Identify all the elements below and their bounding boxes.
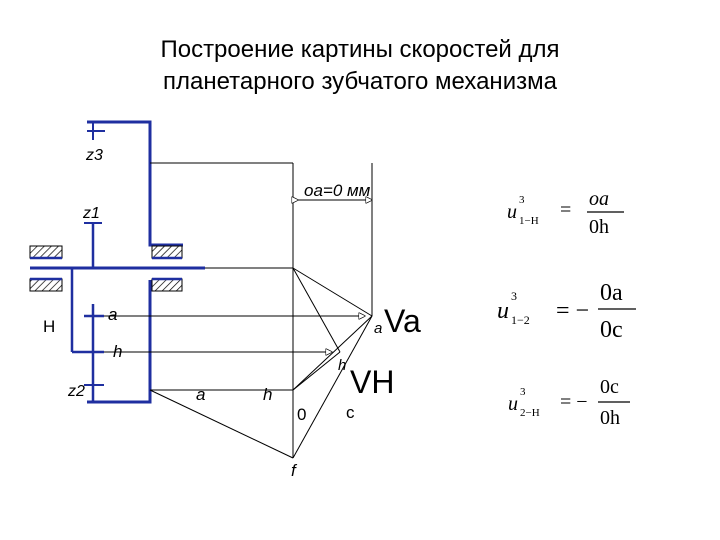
label-z3: z3 [85, 147, 103, 164]
title-line-1: Построение картины скоростей для [160, 36, 560, 63]
label-Va: Va [384, 303, 421, 339]
ring-gear-lower [87, 280, 152, 404]
label-H: H [43, 317, 55, 336]
label-c: c [346, 403, 355, 422]
label-h-mid: h [263, 385, 272, 404]
label-a-mid: a [196, 385, 205, 404]
ray-h [292, 267, 341, 353]
bearing-right-top [151, 245, 183, 259]
formula-text: 3 [520, 386, 526, 398]
formula-text: 2−H [520, 407, 540, 419]
label-a-small: a [374, 320, 382, 337]
line-0-f [292, 315, 373, 459]
planetary-mechanism [30, 120, 205, 404]
bearing-right-bottom [151, 278, 183, 292]
formula-u1-2: u 3 1−2 = − 0a 0c [497, 280, 636, 343]
formula-text: 1−2 [511, 313, 530, 327]
label-scale: оа=0 мм [304, 181, 371, 200]
diagram-labels: z3 z1 H a h z2 a h оа=0 мм a Va h VH 0 c… [43, 147, 421, 480]
bearing-left-bottom [29, 278, 63, 292]
ring-gear-z3 [87, 120, 183, 247]
label-VH: VH [350, 364, 394, 400]
formula-text: оа [589, 188, 609, 210]
ray-0 [292, 351, 341, 391]
title-line-2: планетарного зубчатого механизма [163, 68, 557, 95]
formula-text: 3 [519, 194, 525, 206]
bearing-supports [29, 245, 183, 292]
label-z2: z2 [67, 383, 85, 400]
formula-text: 0c [600, 317, 623, 343]
formula-text: = − [560, 391, 588, 413]
formula-text: 0h [600, 407, 620, 429]
formula-text: 1−H [519, 215, 539, 227]
ray-a [292, 267, 373, 317]
label-h-small: h [338, 357, 346, 374]
formula-text: = [560, 199, 571, 221]
line-a-f [149, 389, 294, 459]
ray-c [292, 315, 373, 391]
formula-text: 0h [589, 216, 609, 238]
formula-text: = − [556, 298, 589, 324]
label-f: f [291, 461, 298, 480]
velocity-picture [104, 162, 373, 459]
formula-text: 3 [511, 289, 517, 303]
formula-text: 0a [600, 280, 623, 306]
formula-text: u [497, 298, 509, 324]
label-zero: 0 [297, 405, 306, 424]
label-a-left: a [108, 305, 117, 324]
formula-text: u [507, 201, 517, 223]
formula-text: 0c [600, 376, 619, 398]
formula-u1-H: u 3 1−H = оа 0h [507, 188, 624, 238]
formula-text: u [508, 393, 518, 415]
label-z1: z1 [82, 205, 100, 222]
bearing-left-top [29, 245, 63, 259]
label-h-left: h [113, 342, 122, 361]
formula-u2-H: u 3 2−H = − 0c 0h [508, 376, 630, 429]
page-title: Построение картины скоростей для планета… [0, 34, 720, 98]
